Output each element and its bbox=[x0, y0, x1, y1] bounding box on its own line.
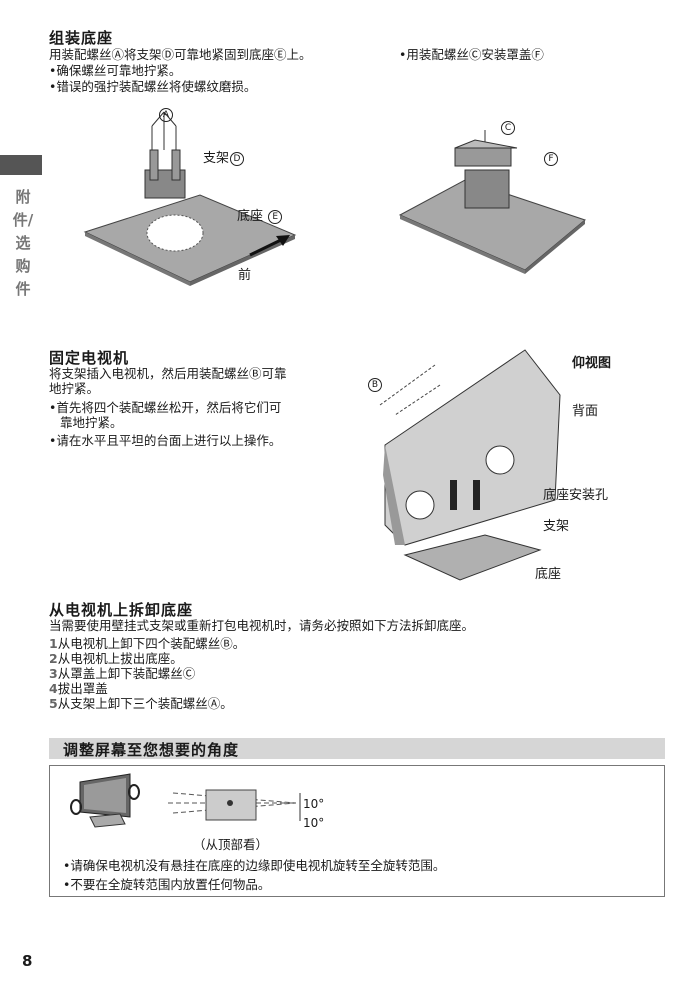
fix-bullet-2: •请在水平且平坦的台面上进行以上操作。 bbox=[49, 433, 282, 448]
rotation-top-view-diagram bbox=[168, 789, 301, 821]
cover-note: •用装配螺丝Ⓒ安装罩盖Ⓕ bbox=[399, 47, 544, 62]
section-heading-assemble: 组装底座 bbox=[49, 29, 114, 47]
base-label: 底座 E bbox=[237, 205, 283, 224]
angle-bottom-label: 10° bbox=[303, 816, 325, 830]
angle-bullet-1: •请确保电视机没有悬挂在底座的边缘即使电视机旋转至全旋转范围。 bbox=[63, 858, 446, 873]
angle-section-banner: 调整屏幕至您想要的角度 bbox=[49, 738, 665, 759]
fix-intro-line-2: 地拧紧。 bbox=[49, 381, 100, 396]
remove-intro: 当需要使用壁挂式支架或重新打包电视机时，请务必按照如下方法拆卸底座。 bbox=[49, 618, 475, 633]
chapter-label-text: 附件/选购件 bbox=[12, 188, 34, 298]
bracket-label-2: 支架 bbox=[543, 519, 570, 534]
screw-b-label: B bbox=[367, 378, 383, 392]
mount-holes-label: 底座安装孔 bbox=[543, 488, 609, 503]
remove-steps-list: 1从电视机上卸下四个装配螺丝Ⓑ。 2从电视机上拔出底座。 3从罩盖上卸下装配螺丝… bbox=[49, 636, 245, 711]
page-number: 8 bbox=[22, 952, 33, 970]
chapter-tab-bar bbox=[0, 155, 42, 175]
section-heading-fix-tv: 固定电视机 bbox=[49, 349, 130, 367]
cover-assembly-illustration bbox=[398, 130, 587, 274]
fix-bullet-1-cont: 靠地拧紧。 bbox=[60, 415, 123, 430]
remove-step: 5从支架上卸下三个装配螺丝Ⓐ。 bbox=[49, 696, 233, 711]
section-heading-remove: 从电视机上拆卸底座 bbox=[49, 601, 194, 619]
tv-swivel-illustration bbox=[70, 773, 140, 828]
remove-step: 2从电视机上拔出底座。 bbox=[49, 651, 183, 666]
screw-a-label: A bbox=[158, 108, 174, 122]
tv-bottom-view-illustration bbox=[379, 349, 561, 581]
remove-step: 4拔出罩盖 bbox=[49, 681, 108, 696]
fix-bullet-1: •首先将四个装配螺丝松开，然后将它们可 bbox=[49, 400, 282, 415]
stand-assembly-illustration bbox=[83, 111, 297, 286]
fix-intro-line-1: 将支架插入电视机，然后用装配螺丝Ⓑ可靠 bbox=[49, 366, 287, 381]
top-view-caption: （从顶部看） bbox=[193, 837, 269, 852]
angle-info-box bbox=[49, 765, 665, 897]
angle-bullet-2: •不要在全旋转范围内放置任何物品。 bbox=[63, 877, 271, 892]
remove-step: 1从电视机上卸下四个装配螺丝Ⓑ。 bbox=[49, 636, 246, 651]
section-heading-angle: 调整屏幕至您想要的角度 bbox=[63, 741, 240, 759]
assemble-intro: 用装配螺丝Ⓐ将支架Ⓓ可靠地紧固到底座Ⓔ上。 bbox=[49, 47, 312, 62]
screw-c-label: C bbox=[500, 120, 516, 135]
bottom-view-label: 仰视图 bbox=[572, 356, 612, 371]
back-label: 背面 bbox=[572, 404, 599, 419]
assemble-bullet-2: •错误的强拧装配螺丝将使螺纹磨损。 bbox=[49, 79, 257, 94]
angle-top-label: 10° bbox=[303, 797, 325, 811]
front-label: 前 bbox=[238, 268, 252, 283]
base-label-2: 底座 bbox=[535, 567, 562, 582]
chapter-label: 附件/选购件 bbox=[12, 186, 34, 301]
assemble-bullet-1: •确保螺丝可靠地拧紧。 bbox=[49, 63, 182, 78]
remove-step: 3从罩盖上卸下装配螺丝Ⓒ bbox=[49, 666, 196, 681]
cover-f-label: F bbox=[543, 151, 559, 166]
